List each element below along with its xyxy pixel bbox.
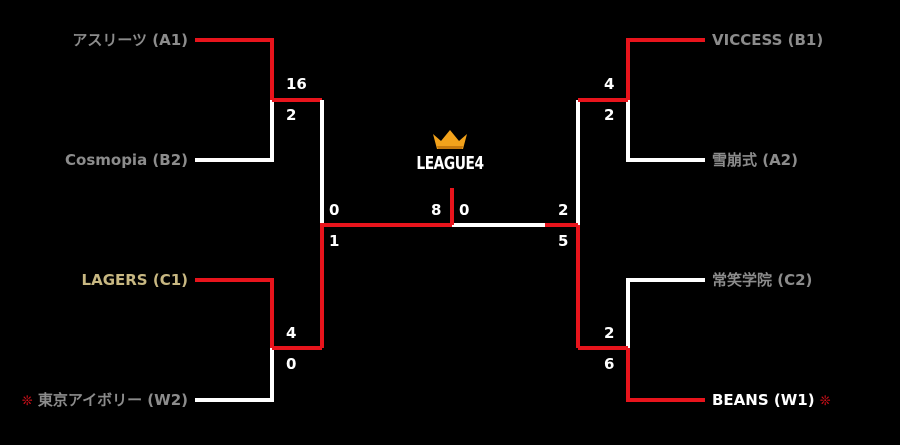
team-a1[interactable]: アスリーツ (A1) xyxy=(72,30,188,50)
crown-shade xyxy=(437,146,463,149)
team-b2-name: Cosmopia (B2) xyxy=(65,151,188,169)
league-title: LEAGUE4 xyxy=(416,153,484,174)
team-a2-name: 雪崩式 (A2) xyxy=(712,151,798,169)
team-c1[interactable]: LAGERS (C1) xyxy=(82,270,188,290)
line-b2-loser xyxy=(195,100,274,162)
bracket-title: LEAGUE4 xyxy=(395,128,505,174)
wildcard-mark-icon: ❊ xyxy=(21,394,33,409)
crown-icon xyxy=(433,130,467,149)
wildcard-mark-icon: ❊ xyxy=(819,394,831,409)
team-w1-name: BEANS (W1) xyxy=(712,391,815,409)
team-c1-name: LAGERS (C1) xyxy=(81,271,188,289)
score-right-semi-top: 2 xyxy=(558,201,569,219)
line-c2-loser xyxy=(626,278,705,348)
score-b2: 2 xyxy=(286,106,297,124)
score-c2: 2 xyxy=(604,324,615,342)
line-w2-loser xyxy=(195,348,274,402)
team-c2[interactable]: 常笑学院 (C2) xyxy=(712,270,812,290)
score-w2: 0 xyxy=(286,355,297,373)
line-b1-winner xyxy=(626,38,705,100)
team-a2[interactable]: 雪崩式 (A2) xyxy=(712,150,798,170)
score-c1: 4 xyxy=(286,324,297,342)
score-right-semi-bottom: 5 xyxy=(558,232,569,250)
team-w2-name: 東京アイボリー (W2) xyxy=(37,391,188,409)
line-a1-winner xyxy=(195,38,274,100)
team-b1-name: VICCESS (B1) xyxy=(712,31,824,49)
line-w1-winner xyxy=(626,348,705,402)
team-b2[interactable]: Cosmopia (B2) xyxy=(65,150,188,170)
score-left-semi-bottom: 1 xyxy=(329,232,340,250)
score-final-right: 0 xyxy=(459,201,470,219)
team-w1[interactable]: BEANS (W1) ❊ xyxy=(712,390,831,412)
score-a1: 16 xyxy=(286,75,307,93)
score-final-left: 8 xyxy=(431,201,442,219)
team-w2[interactable]: ❊ 東京アイボリー (W2) xyxy=(22,390,188,412)
line-a2-loser xyxy=(626,100,705,162)
team-c2-name: 常笑学院 (C2) xyxy=(712,271,813,289)
score-w1: 6 xyxy=(604,355,615,373)
team-b1[interactable]: VICCESS (B1) xyxy=(712,30,823,50)
line-c1-winner xyxy=(195,278,274,348)
score-a2: 2 xyxy=(604,106,615,124)
crown-shape xyxy=(433,130,467,149)
score-left-semi-top: 0 xyxy=(329,201,340,219)
score-b1: 4 xyxy=(604,75,615,93)
team-a1-name: アスリーツ (A1) xyxy=(72,31,188,49)
